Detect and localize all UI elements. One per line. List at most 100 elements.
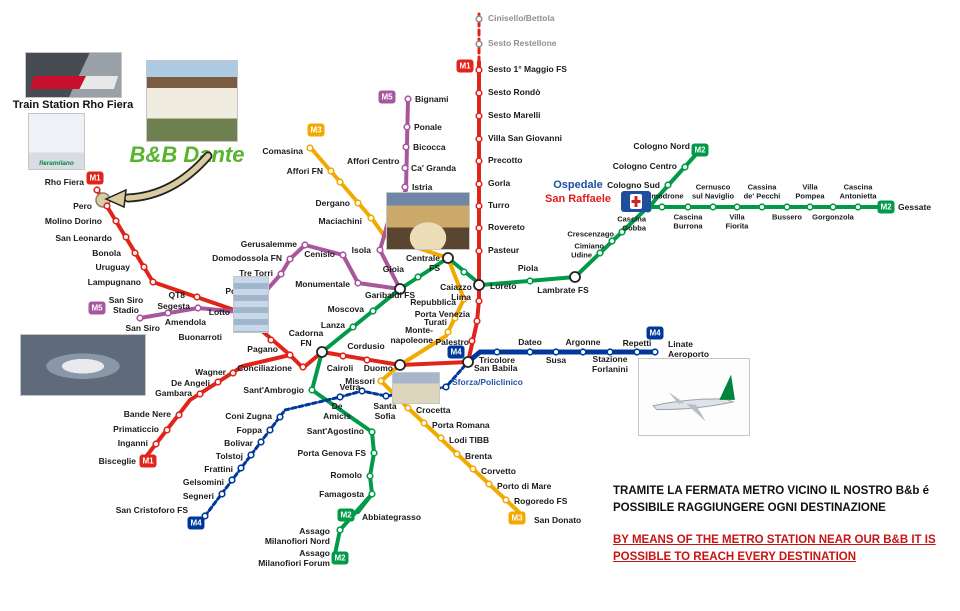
san-siro-stadium-photo bbox=[20, 334, 146, 396]
station-dot bbox=[131, 249, 139, 257]
station-dot bbox=[368, 428, 376, 436]
station-label: Cologno Sud bbox=[607, 180, 660, 191]
station-label: Sesto Restellone bbox=[488, 38, 557, 49]
station-label: Buonarroti bbox=[178, 332, 222, 343]
station-dot bbox=[299, 363, 307, 371]
station-label: Bignami bbox=[415, 94, 449, 105]
station-label: Abbiategrasso bbox=[362, 512, 422, 523]
interchange-dot bbox=[394, 283, 406, 295]
station-dot bbox=[358, 387, 366, 395]
station-dot bbox=[257, 438, 265, 446]
station-dot bbox=[277, 270, 285, 278]
station-dot bbox=[402, 143, 410, 151]
station-label: Bande Nere bbox=[123, 409, 171, 420]
station-label: Primaticcio bbox=[113, 424, 159, 435]
station-label: Argonne bbox=[565, 337, 601, 348]
station-label: Pero bbox=[73, 201, 92, 212]
station-label: Porta Venezia bbox=[414, 309, 470, 320]
station-label: Inganni bbox=[117, 438, 148, 449]
station-label: Cinisello/Bettola bbox=[488, 13, 555, 24]
station-dot bbox=[502, 496, 510, 504]
line-badge-m4: M4 bbox=[187, 516, 205, 530]
station-label: Gorgonzola bbox=[812, 212, 854, 222]
station-dot bbox=[493, 348, 501, 356]
station-label: Maciachini bbox=[318, 216, 362, 227]
station-dot bbox=[854, 203, 862, 211]
station-dot bbox=[368, 490, 376, 498]
station-label: Porta Romana bbox=[432, 420, 490, 431]
station-dot bbox=[286, 351, 294, 359]
station-label: Caiazzo bbox=[440, 282, 472, 293]
station-label: Crescenzago bbox=[567, 229, 614, 239]
station-dot bbox=[475, 135, 483, 143]
station-label: Wagner bbox=[195, 367, 226, 378]
station-label: Gioia bbox=[382, 264, 404, 275]
station-label: Isola bbox=[351, 245, 371, 256]
station-label: Centrale FS bbox=[405, 253, 440, 273]
duomo-cathedral-photo bbox=[392, 372, 440, 404]
station-dot bbox=[237, 464, 245, 472]
station-label: Gessate bbox=[898, 202, 932, 213]
station-label: Gelsomini bbox=[182, 477, 224, 488]
station-dot bbox=[469, 465, 477, 473]
station-label: Segesta bbox=[157, 301, 190, 312]
station-dot bbox=[437, 434, 445, 442]
station-label: Cordusio bbox=[347, 341, 385, 352]
station-label: Ponale bbox=[414, 122, 442, 133]
station-dot bbox=[140, 263, 148, 271]
station-label: Assago Milanofiori Forum bbox=[258, 548, 330, 568]
station-label: Bonola bbox=[92, 248, 121, 259]
station-label: Molino Dorino bbox=[44, 216, 102, 227]
station-dot bbox=[377, 377, 385, 385]
station-label: Domodossola FN bbox=[212, 253, 282, 264]
station-dot bbox=[247, 451, 255, 459]
station-dot bbox=[194, 304, 202, 312]
station-label: Cascina Gobba bbox=[617, 214, 646, 232]
station-dot bbox=[370, 449, 378, 457]
line-badge-m4: M4 bbox=[447, 345, 465, 359]
station-label: Cairoli bbox=[326, 363, 354, 374]
station-label: San Leonardo bbox=[55, 233, 112, 244]
station-dot bbox=[475, 112, 483, 120]
station-label: De Amicis bbox=[323, 401, 351, 421]
station-label: Cascina Antonietta bbox=[839, 182, 877, 200]
station-dot bbox=[336, 393, 344, 401]
station-label: Precotto bbox=[488, 155, 523, 166]
station-label: Uruguay bbox=[95, 262, 130, 273]
line-badge-m3: M3 bbox=[307, 123, 325, 137]
station-label: Cassina de' Pecchi bbox=[743, 182, 781, 200]
station-label: Ca' Granda bbox=[411, 163, 457, 174]
station-dot bbox=[363, 356, 371, 364]
station-dot bbox=[149, 278, 157, 286]
station-label: Porta Genova FS bbox=[297, 448, 367, 459]
station-dot bbox=[473, 317, 481, 325]
station-label: Sant'Agostino bbox=[306, 426, 364, 437]
station-label: Udine bbox=[571, 250, 592, 260]
line-badge-m2: M2 bbox=[877, 200, 895, 214]
station-dot bbox=[414, 273, 422, 281]
station-dot bbox=[175, 411, 183, 419]
galleria-duomo-photo bbox=[386, 192, 470, 250]
station-label: Piola bbox=[517, 263, 539, 274]
station-label: Gerusalemme bbox=[240, 239, 297, 250]
station-dot bbox=[526, 277, 534, 285]
station-dot bbox=[709, 203, 717, 211]
station-dot bbox=[301, 241, 309, 249]
line-badge-m3: M3 bbox=[508, 511, 526, 525]
station-dot bbox=[444, 328, 452, 336]
station-dot bbox=[475, 157, 483, 165]
station-label: Garibaldi FS bbox=[364, 290, 416, 301]
station-dot bbox=[403, 123, 411, 131]
station-dot bbox=[451, 314, 459, 322]
station-label: Conciliazione bbox=[237, 363, 292, 374]
station-label: Foppa bbox=[236, 425, 263, 436]
fiera-logo-text: fieramilano bbox=[39, 160, 74, 167]
station-dot bbox=[266, 426, 274, 434]
station-label: San Donato bbox=[534, 515, 582, 526]
station-dot bbox=[306, 144, 314, 152]
station-dot bbox=[829, 203, 837, 211]
station-label: Sesto Marelli bbox=[488, 110, 541, 121]
station-dot bbox=[336, 178, 344, 186]
